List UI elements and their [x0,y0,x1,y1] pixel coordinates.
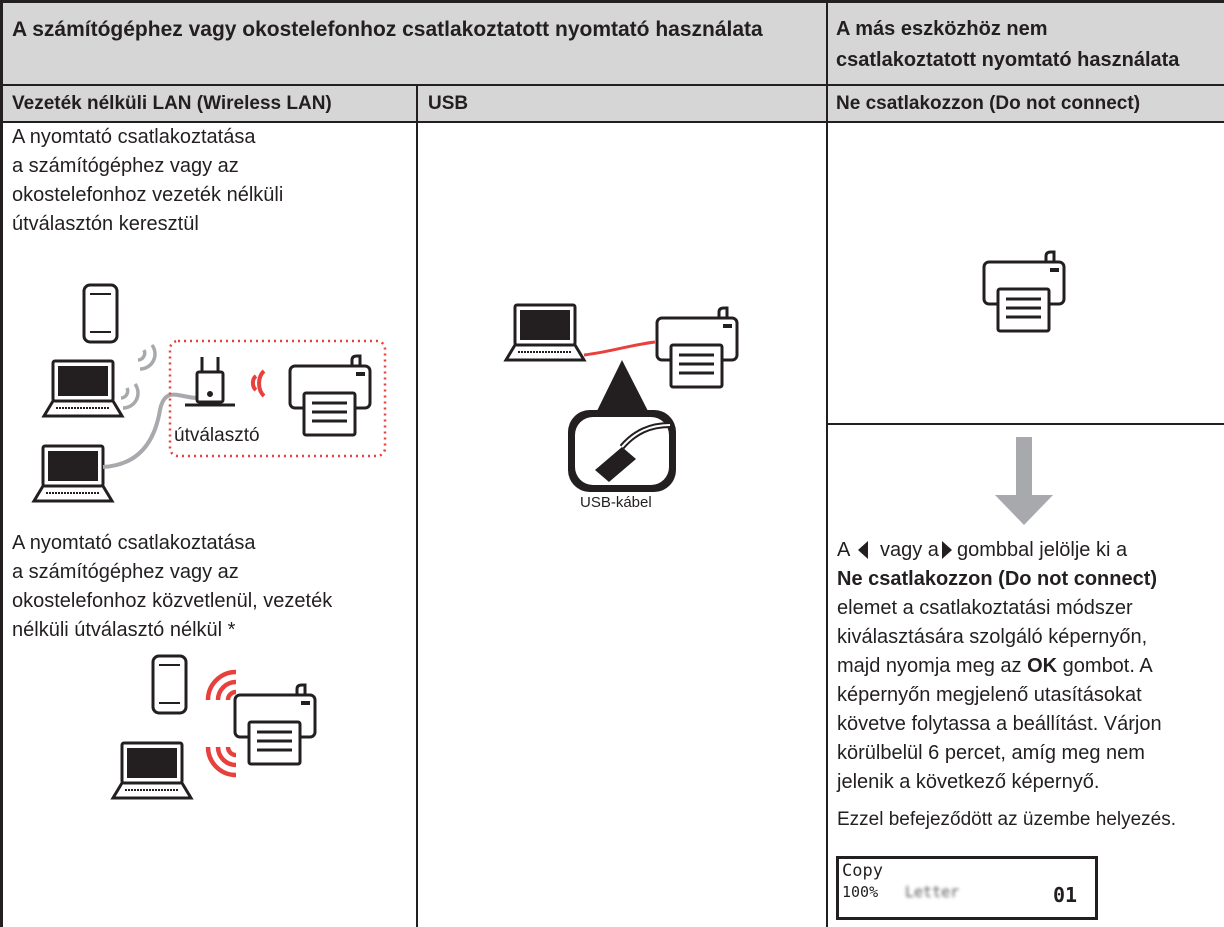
router-desc-line: útválasztón keresztül [12,213,199,235]
connected-title: A számítógéphez vagy okostelefonhoz csat… [12,18,763,41]
usb-cable [583,340,656,357]
rule [828,423,1224,425]
direct-desc-line: okostelefonhoz közvetlenül, vezeték [12,590,333,612]
instr-line: körülbelül 6 percet, amíg meg nem [837,742,1145,764]
instr-press-ok-post: gombot. A [1062,655,1153,677]
rule [0,84,1224,86]
smartphone-icon [151,654,188,715]
laptop-icon [110,741,194,800]
direct-desc-line: nélküli útválasztó nélkül * [12,619,236,641]
router-desc-line: okostelefonhoz vezeték nélküli [12,184,284,206]
rule [0,0,1224,3]
usb-plug-icon [568,410,676,492]
lcd-mode: Copy [842,861,883,881]
lcd-copy-screen: Copy 100% Letter 01 [836,856,1098,920]
laptop-icon [503,303,587,362]
wireless-waves-icon [250,369,266,398]
router-icon [185,357,235,407]
down-arrow-icon [995,437,1053,525]
router-group-box [168,339,387,458]
direct-desc-line: A nyomtató csatlakoztatása [12,532,256,554]
col-do-not-connect: Ne csatlakozzon (Do not connect) [836,93,1141,114]
setup-complete: Ezzel befejeződött az üzembe helyezés. [837,809,1177,830]
direct-desc-line: a számítógéphez vagy az [12,561,239,583]
instr-ok-line: majd nyomja meg az OK gombot. A [837,652,1153,681]
printer-icon [233,683,317,766]
smartphone-icon [82,283,119,344]
instr-press-ok-pre: majd nyomja meg az [837,655,1022,677]
rule [416,85,418,927]
not-connected-title-line2: csatlakoztatott nyomtató használata [836,49,1180,71]
laptop-icon [41,359,125,418]
instr-press: gombbal jelölje ki a [957,539,1128,561]
instr-line: követve folytassa a beállítást. Várjon [837,713,1162,735]
instr-line: képernyőn megjelenő utasításokat [837,684,1142,706]
usb-cable-label: USB-kábel [580,494,652,511]
rule [0,80,3,927]
printer-icon [982,250,1066,333]
header-row [0,0,1224,123]
callout-pointer [595,360,650,415]
instr-or: vagy a [880,539,939,561]
printer-icon [655,306,739,389]
printer-icon [288,354,372,437]
not-connected-title-line1: A más eszközhöz nem [836,18,1048,40]
router-desc-line: a számítógéphez vagy az [12,155,239,177]
wireless-waves-icon [120,343,157,410]
wireless-waves-icon [205,669,237,778]
instr-a: A [837,539,851,561]
router-label: útválasztó [174,425,260,446]
instr-line: kiválasztására szolgáló képernyőn, [837,626,1148,648]
col-wireless: Vezeték nélküli LAN (Wireless LAN) [12,93,332,114]
router-desc-line: A nyomtató csatlakoztatása [12,126,256,148]
arrow-right-icon [942,541,952,559]
arrow-left-icon [858,541,868,559]
lcd-copies: 01 [1053,883,1078,907]
col-usb: USB [428,93,469,114]
lcd-paper: Letter [905,883,960,901]
lan-cable [102,392,199,469]
instr-line: elemet a csatlakoztatási módszer [837,597,1133,619]
rule [0,0,3,80]
instr-option: Ne csatlakozzon (Do not connect) [837,568,1158,590]
lcd-zoom: 100% [842,883,879,901]
rule [826,0,828,927]
instr-ok: OK [1027,655,1058,677]
rule [0,121,1224,123]
instr-line: jelenik a következő képernyő. [837,771,1100,793]
